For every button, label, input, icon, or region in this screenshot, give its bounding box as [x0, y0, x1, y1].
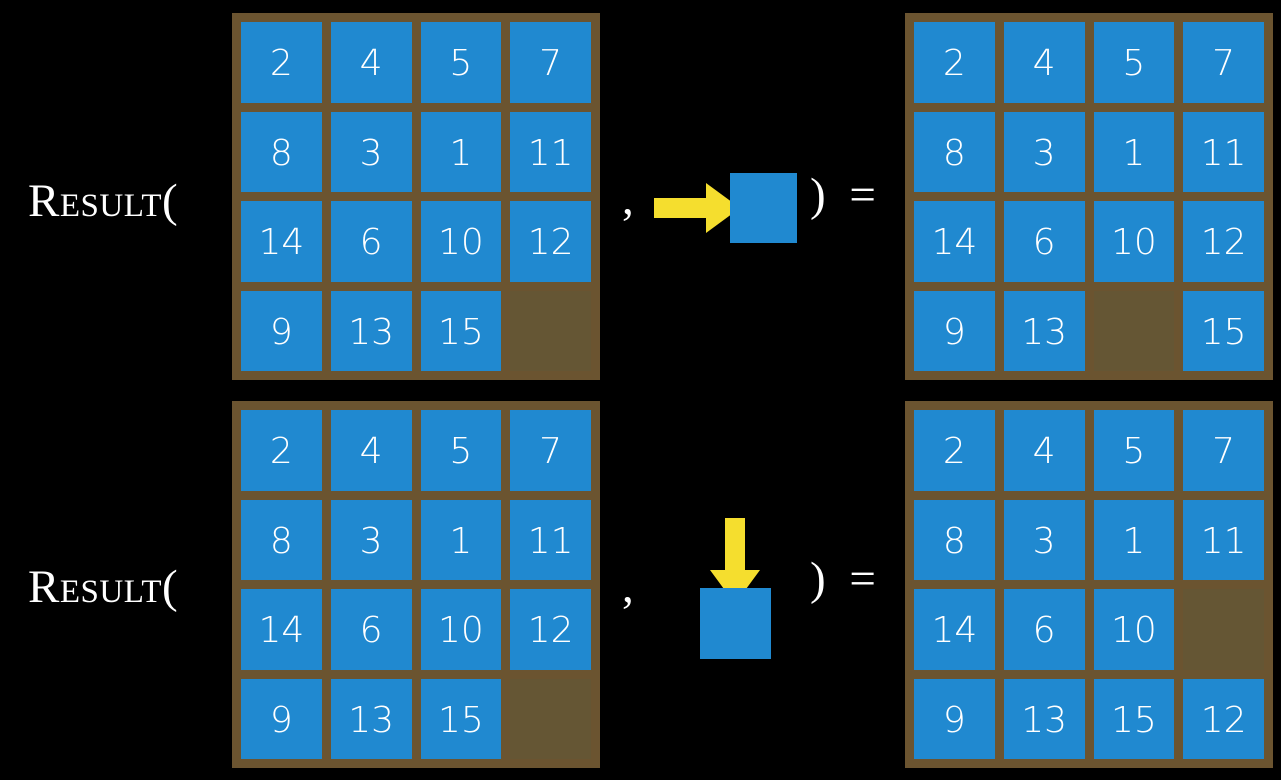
tile[interactable]: 14 [241, 589, 322, 670]
input-board-row-2: 2 4 5 7 8 3 1 11 14 6 10 12 9 13 15 [232, 401, 600, 768]
tile[interactable]: 12 [510, 201, 591, 282]
tile[interactable]: 4 [1003, 22, 1085, 103]
input-board-row-1: 2 4 5 7 8 3 1 11 14 6 10 12 9 13 15 [232, 13, 600, 380]
tile[interactable]: 13 [1003, 678, 1085, 759]
moving-tile-row-2[interactable] [700, 588, 771, 659]
tile[interactable]: 4 [1003, 410, 1085, 491]
arrow-right-icon [654, 183, 740, 233]
tile[interactable]: 6 [330, 589, 412, 670]
tile[interactable]: 4 [330, 410, 412, 491]
tile[interactable]: 11 [510, 111, 591, 192]
tile[interactable]: 15 [420, 678, 502, 759]
empty-slot[interactable] [1183, 589, 1264, 670]
result-function-label-row-1: Result( [28, 175, 179, 227]
tile[interactable]: 7 [510, 410, 591, 491]
tile[interactable]: 15 [1183, 290, 1264, 371]
argument-separator-comma: , [622, 561, 634, 613]
tile[interactable]: 3 [1003, 499, 1085, 580]
tile[interactable]: 15 [1093, 678, 1175, 759]
tile[interactable]: 8 [914, 111, 995, 192]
tile[interactable]: 2 [241, 22, 322, 103]
tile[interactable]: 5 [420, 410, 502, 491]
move-argument-area-row-2: , ) = [600, 388, 905, 780]
tile[interactable]: 6 [1003, 201, 1085, 282]
tile[interactable]: 9 [914, 290, 995, 371]
tile[interactable]: 13 [1003, 290, 1085, 371]
tile[interactable]: 14 [914, 201, 995, 282]
tile[interactable]: 10 [1093, 589, 1175, 670]
tile[interactable]: 9 [914, 678, 995, 759]
output-board-row-1: 2 4 5 7 8 3 1 11 14 6 10 12 9 13 15 [905, 13, 1273, 380]
equation-row-1: Result( 2 4 5 7 8 3 1 11 14 6 10 12 9 13… [28, 0, 1273, 392]
tile[interactable]: 1 [420, 111, 502, 192]
moving-tile-row-1[interactable] [730, 173, 797, 243]
tile[interactable]: 6 [330, 201, 412, 282]
tile[interactable]: 1 [1093, 111, 1175, 192]
tile[interactable]: 8 [914, 499, 995, 580]
tile[interactable]: 2 [914, 22, 995, 103]
tile[interactable]: 13 [330, 290, 412, 371]
empty-slot[interactable] [1093, 290, 1175, 371]
tile[interactable]: 11 [1183, 111, 1264, 192]
tile[interactable]: 7 [1183, 410, 1264, 491]
tile[interactable]: 8 [241, 111, 322, 192]
tile[interactable]: 14 [914, 589, 995, 670]
tile[interactable]: 8 [241, 499, 322, 580]
input-board-grid-row-2: 2 4 5 7 8 3 1 11 14 6 10 12 9 13 15 [241, 410, 591, 759]
tile[interactable]: 3 [330, 499, 412, 580]
tile[interactable]: 7 [510, 22, 591, 103]
equation-row-2: Result( 2 4 5 7 8 3 1 11 14 6 10 12 9 13… [0, 388, 1281, 780]
tile[interactable]: 14 [241, 201, 322, 282]
input-board-grid-row-1: 2 4 5 7 8 3 1 11 14 6 10 12 9 13 15 [241, 22, 591, 371]
tile[interactable]: 12 [510, 589, 591, 670]
tile[interactable]: 1 [420, 499, 502, 580]
tile[interactable]: 3 [1003, 111, 1085, 192]
tile[interactable]: 15 [420, 290, 502, 371]
tile[interactable]: 12 [1183, 678, 1264, 759]
tile[interactable]: 10 [420, 201, 502, 282]
tile[interactable]: 13 [330, 678, 412, 759]
tile[interactable]: 10 [1093, 201, 1175, 282]
tile[interactable]: 9 [241, 678, 322, 759]
tile[interactable]: 11 [510, 499, 591, 580]
empty-slot[interactable] [510, 678, 591, 759]
tile[interactable]: 2 [241, 410, 322, 491]
tile[interactable]: 2 [914, 410, 995, 491]
arrow-down-icon [710, 518, 760, 604]
tile[interactable]: 3 [330, 111, 412, 192]
tile[interactable]: 6 [1003, 589, 1085, 670]
tile[interactable]: 9 [241, 290, 322, 371]
output-board-grid-row-2: 2 4 5 7 8 3 1 11 14 6 10 9 13 15 12 [914, 410, 1264, 759]
tile[interactable]: 10 [420, 589, 502, 670]
tile[interactable]: 5 [420, 22, 502, 103]
tile[interactable]: 5 [1093, 22, 1175, 103]
output-board-grid-row-1: 2 4 5 7 8 3 1 11 14 6 10 12 9 13 15 [914, 22, 1264, 371]
empty-slot[interactable] [510, 290, 591, 371]
tile[interactable]: 7 [1183, 22, 1264, 103]
close-paren-equals-row-1: ) = [810, 169, 882, 221]
close-paren-equals-row-2: ) = [810, 553, 882, 605]
tile[interactable]: 1 [1093, 499, 1175, 580]
output-board-row-2: 2 4 5 7 8 3 1 11 14 6 10 9 13 15 12 [905, 401, 1273, 768]
result-function-label-row-2: Result( [28, 561, 179, 613]
tile[interactable]: 5 [1093, 410, 1175, 491]
tile[interactable]: 12 [1183, 201, 1264, 282]
argument-separator-comma: , [622, 173, 634, 225]
move-argument-area-row-1: , ) = [600, 0, 905, 392]
tile[interactable]: 4 [330, 22, 412, 103]
tile[interactable]: 11 [1183, 499, 1264, 580]
